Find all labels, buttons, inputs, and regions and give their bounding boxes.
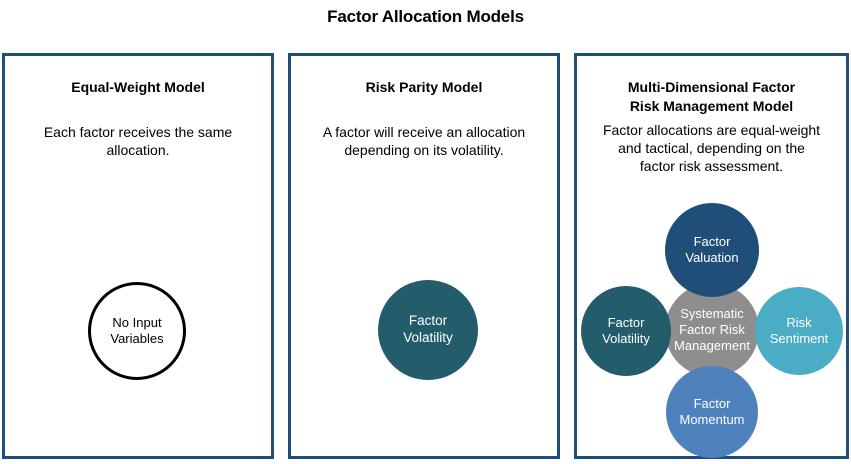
risk-sentiment-circle: Risk Sentiment	[755, 287, 843, 375]
panel-equal-weight-model: Equal-Weight Model Each factor receives …	[2, 53, 274, 459]
circle-label: Factor Volatility	[403, 313, 453, 345]
factor-volatility-circle: Factor Volatility	[378, 280, 478, 380]
panel-description: Factor allocations are equal-weight and …	[602, 121, 821, 175]
circle-label: No Input Variables	[110, 314, 164, 346]
circle-label: Factor Valuation	[685, 233, 739, 265]
panel-description: A factor will receive an allocation depe…	[322, 123, 526, 159]
panel-multi-dimensional-model: Multi-Dimensional Factor Risk Management…	[574, 53, 849, 459]
circle-label: Factor Momentum	[679, 395, 745, 427]
factor-valuation-circle: Factor Valuation	[665, 203, 759, 297]
factor-momentum-circle: Factor Momentum	[666, 366, 758, 458]
factor-volatility-circle: Factor Volatility	[581, 286, 671, 376]
panel-description: Each factor receives the same allocation…	[43, 123, 233, 159]
systematic-factor-risk-management-circle: Systematic Factor Risk Management	[665, 283, 759, 377]
circle-label: Systematic Factor Risk Management	[674, 305, 750, 354]
circle-label: Factor Volatility	[602, 314, 650, 346]
page-title: Factor Allocation Models	[327, 7, 524, 26]
panel-title: Risk Parity Model	[365, 79, 483, 95]
panel-risk-parity-model: Risk Parity Model A factor will receive …	[288, 53, 560, 459]
panel-title: Equal-Weight Model	[71, 79, 205, 95]
panel-title: Multi-Dimensional Factor Risk Management…	[627, 79, 796, 114]
no-input-variables-circle: No Input Variables	[88, 282, 186, 380]
circle-label: Risk Sentiment	[769, 314, 829, 346]
